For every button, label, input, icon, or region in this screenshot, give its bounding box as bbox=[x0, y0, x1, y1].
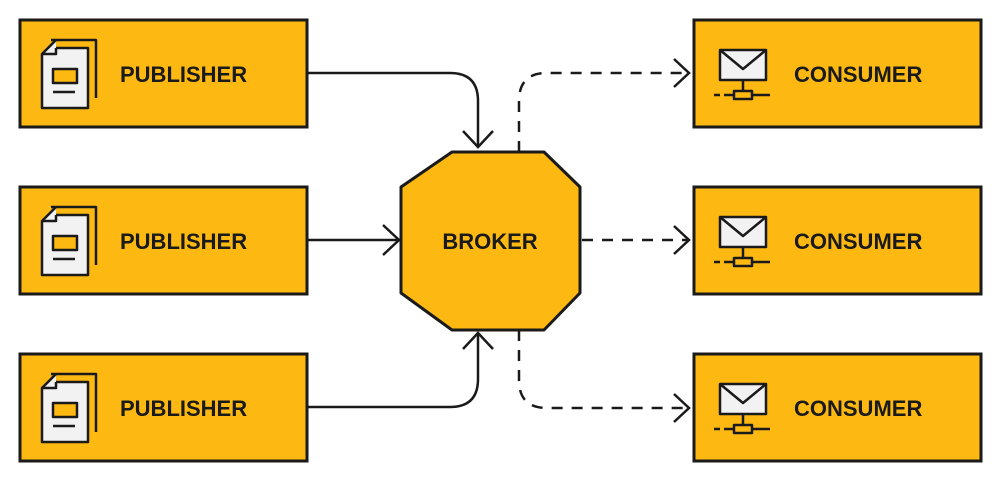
arrowhead-publisher-2 bbox=[382, 224, 401, 256]
mail-network-icon bbox=[714, 48, 770, 101]
document-icon bbox=[40, 205, 98, 277]
broker-label: BROKER bbox=[442, 229, 537, 254]
consumer-label: CONSUMER bbox=[794, 396, 922, 421]
mail-network-icon bbox=[714, 382, 770, 435]
publisher-2: PUBLISHER bbox=[18, 185, 309, 296]
publisher-1: PUBLISHER bbox=[18, 18, 309, 129]
publisher-label: PUBLISHER bbox=[120, 229, 247, 254]
connector-publisher-3-to-broker bbox=[307, 334, 480, 409]
mail-network-icon bbox=[714, 215, 770, 268]
consumer-2: CONSUMER bbox=[692, 185, 983, 296]
arrowhead-consumer-2 bbox=[673, 225, 691, 255]
connector-publisher-1-to-broker bbox=[307, 71, 480, 146]
connector-broker-to-consumer-3 bbox=[517, 330, 688, 410]
publisher-label: PUBLISHER bbox=[120, 396, 247, 421]
broker-octagon bbox=[399, 150, 582, 332]
document-icon bbox=[40, 372, 98, 444]
arrowhead-consumer-3 bbox=[673, 393, 691, 423]
publisher-3: PUBLISHER bbox=[18, 352, 309, 463]
consumer-label: CONSUMER bbox=[794, 229, 922, 254]
broker: BROKER bbox=[399, 150, 582, 332]
consumer-3: CONSUMER bbox=[692, 352, 983, 463]
publisher-label: PUBLISHER bbox=[120, 62, 247, 87]
connections bbox=[307, 58, 691, 423]
arrowhead-consumer-1 bbox=[673, 58, 691, 88]
arrowhead-publisher-3 bbox=[462, 331, 494, 350]
consumer-box bbox=[692, 185, 983, 296]
arrowhead-publisher-1 bbox=[462, 130, 494, 149]
document-icon bbox=[40, 38, 98, 110]
consumer-label: CONSUMER bbox=[794, 62, 922, 87]
connector-broker-to-consumer-1 bbox=[517, 71, 688, 152]
consumer-1: CONSUMER bbox=[692, 18, 983, 129]
